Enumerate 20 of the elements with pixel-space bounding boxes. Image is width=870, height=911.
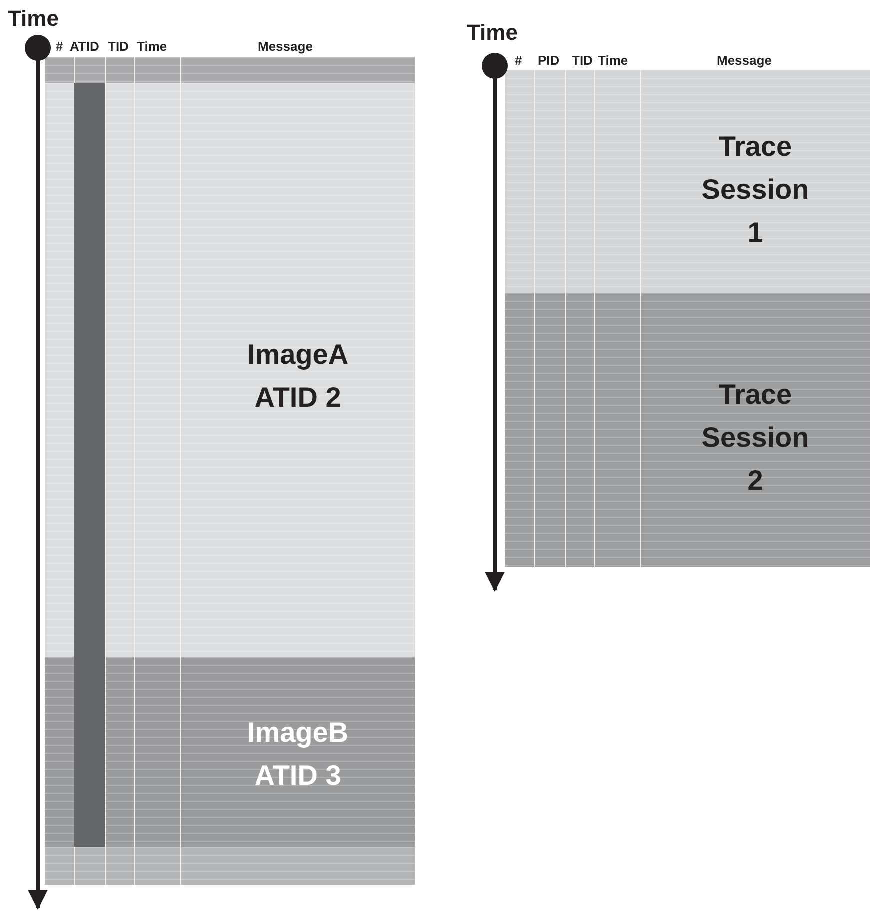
axis-title: Time <box>8 8 59 30</box>
column-header: PID <box>538 54 560 67</box>
column-header: ATID <box>70 40 100 53</box>
column-header: Time <box>137 40 168 53</box>
column-header: Message <box>258 40 313 53</box>
axis-title: Time <box>467 22 518 44</box>
column-header: # <box>515 54 522 67</box>
column-header: Time <box>598 54 628 67</box>
band-label: Trace Session 2 <box>700 378 810 498</box>
table-row-band <box>45 83 415 657</box>
band-label: ImageA ATID 2 <box>246 338 350 415</box>
column-header: Message <box>717 54 772 67</box>
table-row-band <box>505 70 870 293</box>
column-header: TID <box>108 40 129 53</box>
table-row-band <box>45 657 415 847</box>
column-header: TID <box>572 54 593 67</box>
band-label: ImageB ATID 3 <box>246 716 350 793</box>
table-row-band <box>505 293 870 567</box>
column-header: # <box>56 40 64 53</box>
band-label: Trace Session 1 <box>700 130 810 250</box>
